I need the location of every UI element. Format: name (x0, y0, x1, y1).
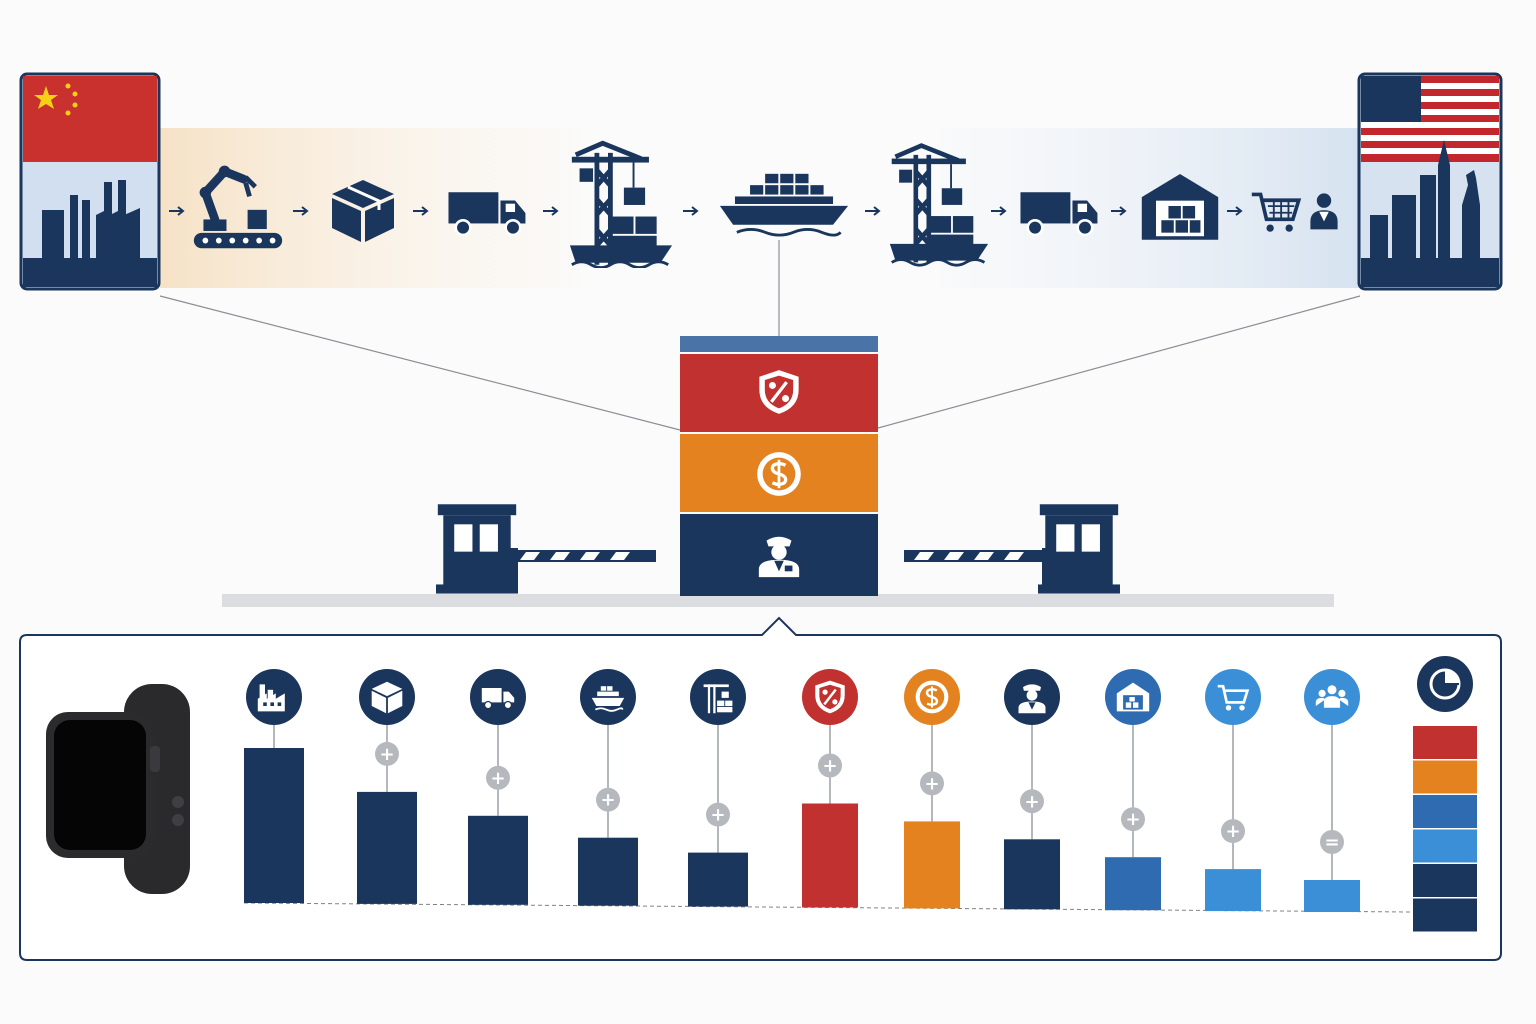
cost-step-consumer: = (1304, 669, 1360, 912)
bar-consumer (1304, 880, 1360, 912)
cost-step-fees: + (904, 669, 960, 909)
total-segment-3 (1413, 795, 1477, 828)
operator-sign: + (379, 744, 394, 765)
cost-step-customs: + (1004, 669, 1060, 910)
cargo-ship-icon (718, 172, 850, 237)
operator-badge (596, 787, 620, 812)
cost-step-port: + (688, 669, 748, 907)
operator-badge (1121, 807, 1145, 832)
operator-sign: + (822, 756, 837, 777)
operator-sign: + (1024, 791, 1039, 812)
cost-step-factory (244, 669, 304, 903)
operator-sign: + (924, 773, 939, 794)
arrow-icon (864, 206, 880, 216)
china-flag (23, 76, 157, 162)
smartwatch-image (46, 684, 190, 894)
operator-badge (375, 741, 399, 766)
operator-sign: = (1324, 832, 1339, 853)
total-segment-5 (1413, 864, 1477, 897)
bar-tariff (802, 803, 858, 908)
city-skyline-icon (1361, 140, 1499, 287)
total-column (1413, 656, 1477, 932)
icon-badge (359, 669, 415, 725)
bar-customs (1004, 839, 1060, 910)
operator-badge (1221, 819, 1245, 844)
operator-sign: + (600, 790, 615, 811)
dollar-coin-icon (755, 450, 803, 498)
bar-ocean-freight (578, 837, 638, 906)
bar-fees (904, 821, 960, 909)
bar-packaging (357, 791, 417, 904)
right-barrier (904, 504, 1120, 594)
bar-port (688, 852, 748, 907)
road (222, 594, 1334, 607)
factory-skyline-icon (23, 180, 157, 287)
total-stack (1413, 726, 1477, 932)
bar-retail (1205, 869, 1261, 912)
operator-badge (1320, 830, 1344, 854)
icon-badge (580, 669, 636, 725)
cost-stack (680, 336, 878, 596)
operator-sign: + (1225, 821, 1240, 842)
cost-breakdown-panel: + + + + + + + + + = (19, 616, 1502, 961)
star-icon (34, 83, 78, 116)
operator-sign: + (710, 805, 725, 826)
usa-flag (1361, 76, 1499, 162)
cost-step-warehouse: + (1105, 669, 1161, 911)
left-barrier (436, 504, 656, 594)
cost-step-packaging: + (357, 669, 417, 904)
bar-trucking (468, 815, 528, 905)
bar-factory (244, 748, 304, 903)
operator-sign: + (490, 768, 505, 789)
cost-step-tariff: + (802, 669, 858, 908)
dollar-coin-icon (914, 679, 950, 715)
operator-badge (486, 765, 510, 790)
total-segment-2 (1413, 760, 1477, 794)
total-segment-6 (1413, 898, 1477, 932)
cost-step-ocean-freight: + (578, 669, 638, 906)
port-crane-icon (570, 143, 672, 267)
total-segment-1 (1413, 726, 1477, 759)
icon-badge (1205, 669, 1261, 725)
cost-step-trucking: + (468, 669, 528, 905)
operator-sign: + (1125, 809, 1140, 830)
cost-step-retail: + (1205, 669, 1261, 912)
operator-badge (706, 802, 730, 827)
cost-bars: + + + + + + + + + = (244, 669, 1360, 912)
china-flag-factory-tile (19, 72, 161, 291)
arrow-icon (682, 206, 698, 216)
operator-badge (1020, 789, 1044, 814)
connector-lines (159, 240, 1361, 431)
total-segment-4 (1413, 829, 1477, 863)
icon-badge (690, 669, 746, 725)
bar-warehouse (1105, 857, 1161, 911)
usa-flag-skyline-tile (1357, 72, 1503, 291)
operator-badge (920, 771, 944, 796)
border-crossing (222, 336, 1334, 607)
supply-chain-flow (19, 72, 1503, 291)
operator-badge (818, 753, 842, 778)
